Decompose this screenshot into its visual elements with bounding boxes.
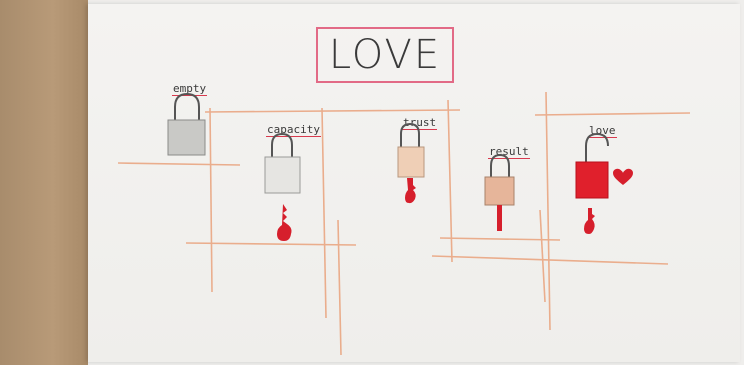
- lock-body-empty: [168, 120, 205, 155]
- key-trust: [405, 178, 416, 203]
- lock-trust-drawing: [398, 124, 424, 203]
- lock-love-drawing: [576, 134, 633, 234]
- key-result-stem: [497, 205, 502, 231]
- key-capacity: [277, 204, 292, 241]
- lock-result-drawing: [485, 155, 514, 231]
- lock-capacity-drawing: [265, 134, 300, 241]
- lock-empty-drawing: [168, 94, 205, 155]
- heart-icon: [613, 169, 633, 185]
- lock-body-trust: [398, 147, 424, 177]
- lock-body-love: [576, 162, 608, 198]
- key-love: [584, 208, 595, 234]
- lock-body-result: [485, 177, 514, 205]
- lock-body-capacity: [265, 157, 300, 193]
